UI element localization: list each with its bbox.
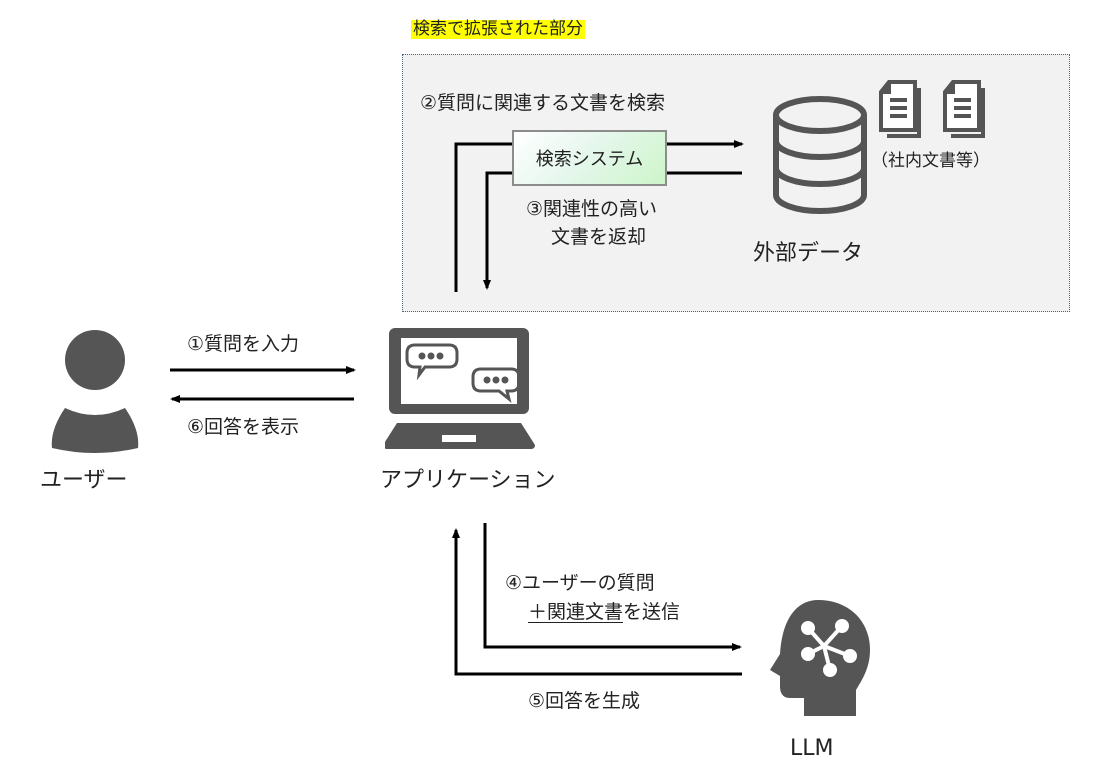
arrow-step5 (452, 528, 742, 676)
arrow-step4 (483, 523, 742, 651)
step4-label-line1: ④ユーザーの質問 (505, 572, 655, 594)
chat-bubble-icon (471, 367, 521, 403)
step4-label-line2: ＋関連文書を送信 (528, 603, 680, 622)
step3-label-line1: ③関連性の高い (526, 198, 658, 220)
search-system-box: 検索システム (512, 130, 667, 186)
network-node-icon (801, 619, 857, 677)
step1-label: ①質問を入力 (187, 333, 300, 355)
rag-section-title: 検索で拡張された部分 (411, 19, 585, 39)
llm-label: LLM (790, 736, 834, 761)
arrow-step2 (454, 142, 512, 292)
user-icon (51, 330, 139, 453)
step3-label-line2: 文書を返却 (551, 226, 647, 248)
step4-rest-text: を送信 (623, 601, 681, 623)
chat-bubble-icon (405, 343, 459, 381)
document-icon (879, 80, 921, 138)
arrow-step3 (483, 171, 512, 290)
search-system-label: 検索システム (535, 149, 644, 170)
step2-label: ②質問に関連する文書を検索 (420, 92, 666, 114)
user-label: ユーザー (40, 468, 128, 493)
database-icon (773, 96, 867, 214)
documents-label: （社内文書等） (871, 151, 990, 171)
application-label: アプリケーション (380, 468, 556, 493)
external-data-label: 外部データ (753, 241, 864, 266)
document-icons (879, 80, 985, 138)
step4-underlined-text: ＋関連文書 (528, 601, 624, 623)
step6-label: ⑥回答を表示 (187, 416, 300, 438)
laptop-chat-icon (385, 328, 535, 449)
step5-label: ⑤回答を生成 (528, 690, 641, 712)
document-icon (943, 80, 985, 138)
brain-network-head-icon (770, 600, 870, 716)
